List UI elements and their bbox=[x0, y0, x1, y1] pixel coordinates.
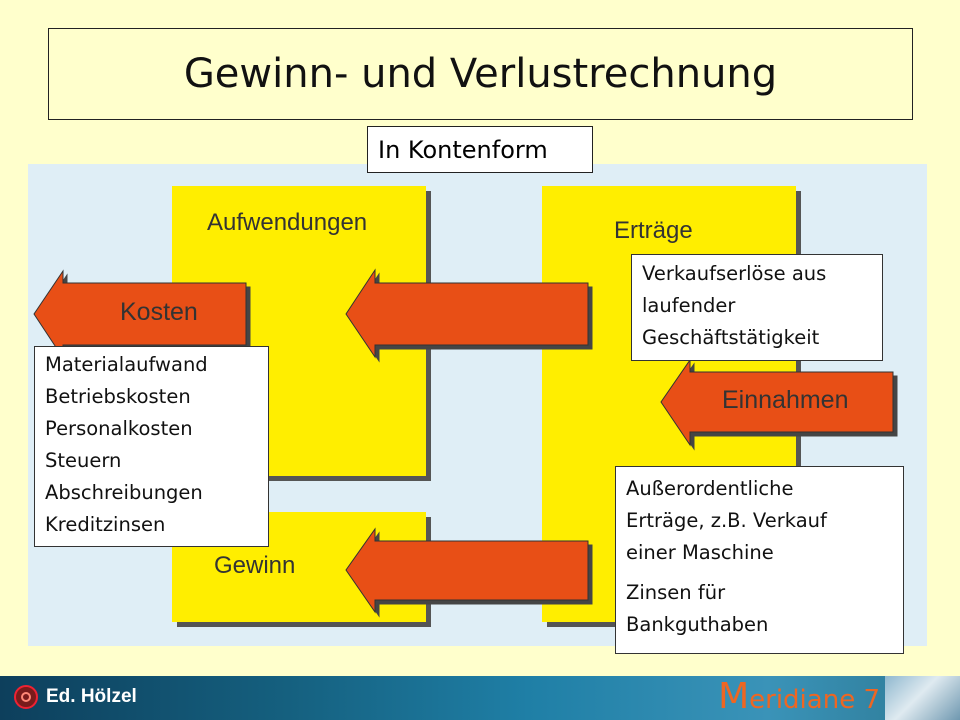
series-name: Meridiane 7 bbox=[718, 676, 880, 717]
expense-list-box: Materialaufwand Betriebskosten Personalk… bbox=[34, 346, 269, 547]
extraordinary-revenue-box: Außerordentliche Erträge, z.B. Verkauf e… bbox=[615, 466, 904, 654]
footer-bar: Ed. Hölzel Meridiane 7 bbox=[0, 676, 960, 720]
expense-item: Abschreibungen bbox=[45, 481, 203, 504]
publisher-name: Ed. Hölzel bbox=[46, 686, 137, 707]
operating-revenue-line: Verkaufserlöse aus bbox=[642, 262, 827, 285]
corner-graphic-icon bbox=[885, 676, 960, 720]
page-title: Gewinn- und Verlustrechnung bbox=[48, 28, 913, 120]
series-initial: M bbox=[718, 676, 750, 717]
publisher-brand: Ed. Hölzel bbox=[14, 685, 137, 709]
publisher-logo-icon bbox=[14, 685, 38, 709]
costs-arrow-label: Kosten bbox=[120, 298, 198, 326]
extraordinary-line: einer Maschine bbox=[626, 541, 774, 564]
expense-item: Steuern bbox=[45, 449, 122, 472]
operating-revenue-line: Geschäftstätigkeit bbox=[642, 326, 820, 349]
profit-label: Gewinn bbox=[214, 552, 296, 579]
operating-revenue-box: Verkaufserlöse aus laufender Geschäftstä… bbox=[631, 254, 883, 361]
extraordinary-line: Außerordentliche bbox=[626, 477, 794, 500]
subtitle-box: In Kontenform bbox=[367, 126, 593, 173]
revenue-to-expenses-arrow bbox=[345, 268, 589, 359]
series-rest: eridiane 7 bbox=[749, 685, 880, 715]
costs-arrow bbox=[33, 269, 247, 360]
income-arrow bbox=[660, 358, 894, 447]
expense-item: Materialaufwand bbox=[45, 353, 208, 376]
interest-line: Bankguthaben bbox=[626, 613, 769, 636]
income-arrow-label: Einnahmen bbox=[722, 386, 849, 414]
expense-item: Betriebskosten bbox=[45, 385, 191, 408]
revenue-to-profit-arrow bbox=[345, 527, 589, 614]
expense-item: Personalkosten bbox=[45, 417, 193, 440]
interest-line: Zinsen für bbox=[626, 581, 726, 604]
expenses-label: Aufwendungen bbox=[207, 209, 368, 236]
extraordinary-line: Erträge, z.B. Verkauf bbox=[626, 509, 827, 532]
revenue-label: Erträge bbox=[614, 217, 693, 244]
expense-item: Kreditzinsen bbox=[45, 513, 166, 536]
operating-revenue-line: laufender bbox=[642, 294, 736, 317]
